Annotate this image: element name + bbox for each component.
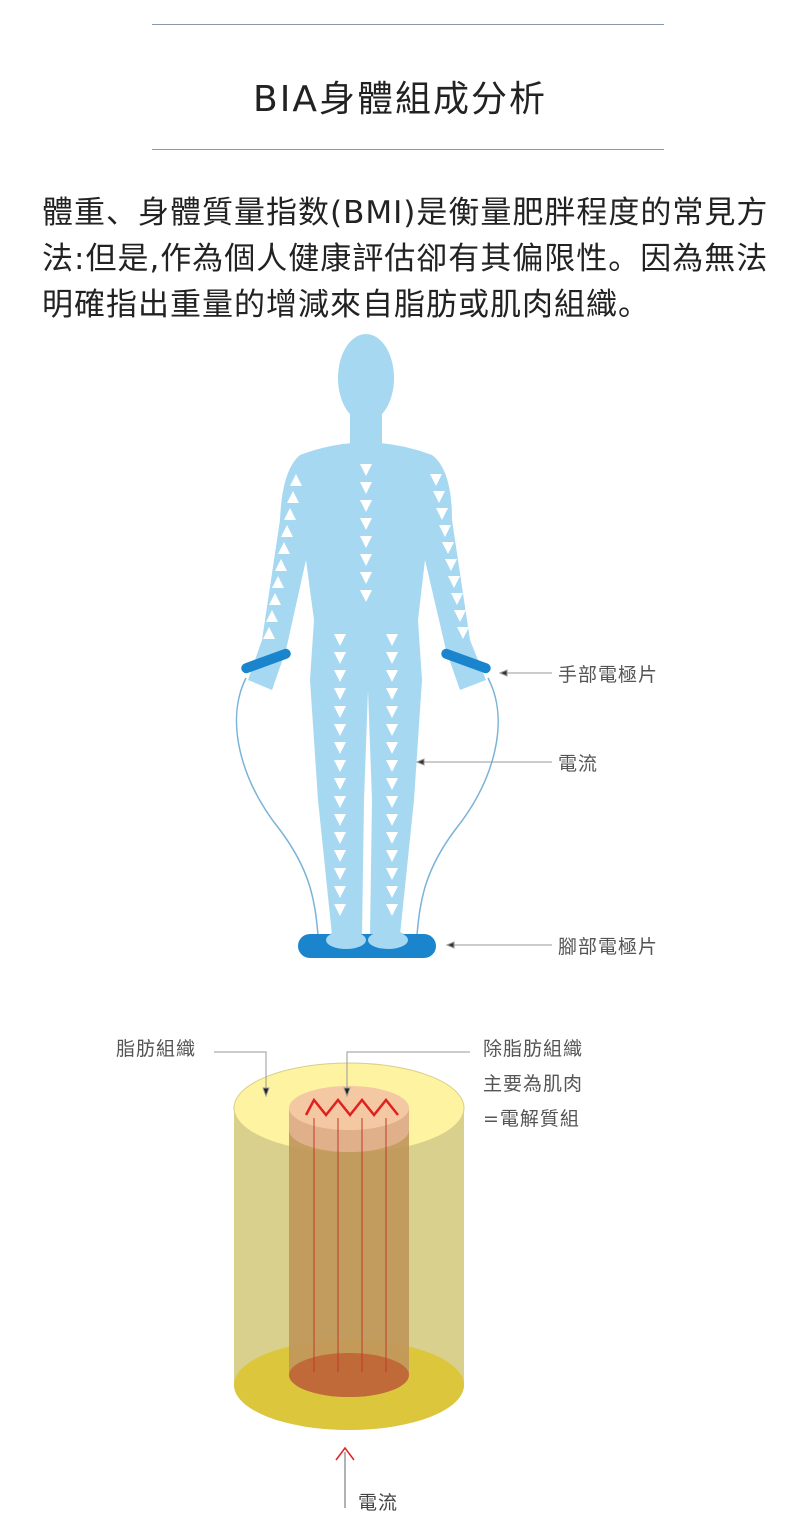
current-arrow bbox=[334, 814, 346, 826]
current-arrow bbox=[334, 670, 346, 682]
current-arrow bbox=[360, 554, 372, 566]
current-arrow bbox=[334, 850, 346, 862]
current-arrow bbox=[334, 688, 346, 700]
current-arrow bbox=[334, 796, 346, 808]
current-arrow bbox=[386, 814, 398, 826]
current-arrow bbox=[386, 724, 398, 736]
page-title: BIA身體組成分析 bbox=[253, 79, 547, 120]
current-arrow bbox=[454, 610, 466, 622]
current-arrow bbox=[386, 652, 398, 664]
left-wire bbox=[235, 677, 319, 936]
title-divider bbox=[152, 149, 664, 150]
current-arrow bbox=[287, 491, 299, 503]
current-arrow bbox=[334, 886, 346, 898]
current-arrow bbox=[445, 559, 457, 571]
foot-electrode-platform bbox=[298, 934, 436, 958]
current-arrow bbox=[284, 508, 296, 520]
current-arrow bbox=[386, 868, 398, 880]
current-arrow bbox=[334, 904, 346, 916]
current-arrow bbox=[334, 724, 346, 736]
current-arrow bbox=[386, 706, 398, 718]
foot-electrode-label: 腳部電極片 bbox=[558, 936, 659, 958]
current-arrow bbox=[439, 525, 451, 537]
current-arrow bbox=[386, 886, 398, 898]
fat-tissue-label: 脂肪組織 bbox=[116, 1038, 197, 1060]
current-arrow bbox=[281, 525, 293, 537]
current-arrow bbox=[386, 778, 398, 790]
current-arrow bbox=[334, 652, 346, 664]
current-label: 電流 bbox=[558, 753, 599, 775]
current-arrow bbox=[451, 593, 463, 605]
current-arrow bbox=[360, 482, 372, 494]
current-arrow bbox=[278, 542, 290, 554]
right-wire bbox=[416, 677, 499, 936]
current-zigzag bbox=[304, 1097, 399, 1118]
current-arrow bbox=[275, 559, 287, 571]
current-arrow bbox=[386, 688, 398, 700]
current-arrow bbox=[334, 634, 346, 646]
current-arrow bbox=[269, 593, 281, 605]
current-arrow bbox=[290, 474, 302, 486]
lean-tissue-label-1: 除脂肪組織 bbox=[483, 1038, 584, 1060]
current-arrow bbox=[433, 491, 445, 503]
current-arrow bbox=[457, 627, 469, 639]
top-divider bbox=[152, 24, 664, 25]
current-arrow bbox=[272, 576, 284, 588]
lean-tissue-label-2: 主要為肌肉 bbox=[483, 1073, 584, 1095]
current-arrow bbox=[436, 508, 448, 520]
current-arrow bbox=[430, 474, 442, 486]
current-arrow bbox=[386, 742, 398, 754]
current-arrow bbox=[334, 832, 346, 844]
tissue-cylinder bbox=[233, 1062, 465, 1430]
current-arrow bbox=[448, 576, 460, 588]
current-arrow bbox=[386, 670, 398, 682]
current-arrow bbox=[360, 500, 372, 512]
current-arrow bbox=[334, 760, 346, 772]
intro-paragraph: 體重、身體質量指数(BMI)是衡量肥胖程度的常見方法:但是,作為個人健康評估卻有… bbox=[42, 195, 769, 323]
current-arrow bbox=[334, 868, 346, 880]
current-arrow bbox=[386, 904, 398, 916]
current-arrow bbox=[386, 832, 398, 844]
current-arrow bbox=[334, 778, 346, 790]
current-arrow bbox=[360, 518, 372, 530]
current-arrow bbox=[360, 464, 372, 476]
cylinder-current-label: 電流 bbox=[358, 1492, 399, 1514]
current-arrow bbox=[360, 536, 372, 548]
current-arrows bbox=[263, 464, 469, 916]
current-arrow bbox=[386, 634, 398, 646]
current-arrow bbox=[263, 627, 275, 639]
current-arrow bbox=[360, 572, 372, 584]
current-arrow bbox=[266, 610, 278, 622]
current-arrow bbox=[360, 590, 372, 602]
left-hand-electrode bbox=[241, 648, 291, 674]
hand-electrode-label: 手部電極片 bbox=[558, 664, 659, 686]
human-body bbox=[248, 334, 486, 950]
lean-tissue-label-3: =電解質組 bbox=[483, 1108, 580, 1130]
current-arrow bbox=[334, 706, 346, 718]
current-arrow bbox=[442, 542, 454, 554]
current-arrow bbox=[386, 796, 398, 808]
current-arrow bbox=[386, 760, 398, 772]
current-arrow bbox=[386, 850, 398, 862]
current-up-arrow bbox=[335, 1446, 355, 1508]
right-hand-electrode bbox=[441, 648, 491, 674]
current-arrow bbox=[334, 742, 346, 754]
